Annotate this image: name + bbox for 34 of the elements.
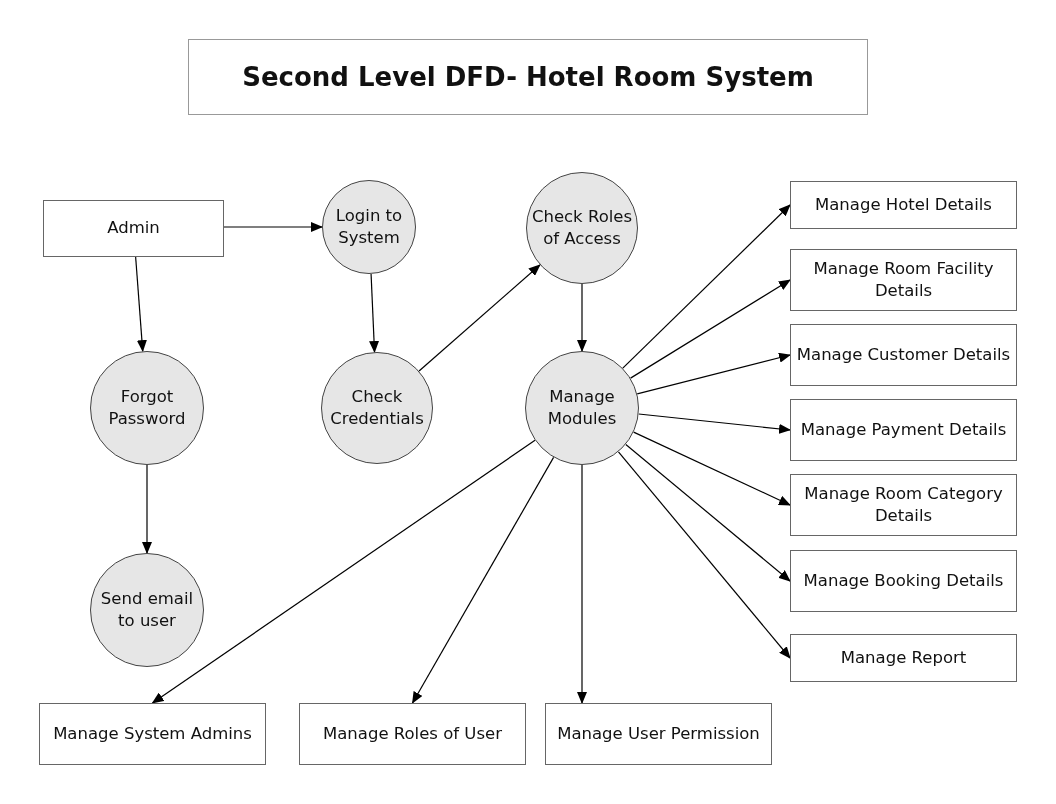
arrow [617, 451, 791, 659]
arrow [142, 464, 152, 554]
arrow [636, 352, 791, 395]
arrow [622, 204, 791, 369]
process-circle: Check Credentials [321, 352, 433, 464]
arrow [577, 283, 587, 352]
arrow [629, 279, 791, 379]
entity-box: Manage Booking Details [790, 550, 1017, 612]
entity-box: Manage Report [790, 634, 1017, 682]
entity-box: Manage System Admins [39, 703, 266, 765]
process-circle: Manage Modules [525, 351, 639, 465]
arrow [223, 222, 323, 232]
entity-box: Manage Room Facility Details [790, 249, 1017, 311]
entity-box: Manage Customer Details [790, 324, 1017, 386]
arrow [418, 264, 541, 372]
entity-box: Manage Payment Details [790, 399, 1017, 461]
arrow [411, 456, 555, 704]
process-circle: Forgot Password [90, 351, 204, 465]
process-circle: Login to System [322, 180, 416, 274]
entity-box: Admin [43, 200, 224, 257]
process-circle: Send email to user [90, 553, 204, 667]
arrow [151, 439, 536, 704]
process-circle: Check Roles of Access [526, 172, 638, 284]
entity-box: Manage Roles of User [299, 703, 526, 765]
arrow [135, 256, 147, 353]
arrow [633, 431, 791, 506]
arrow [638, 413, 791, 434]
arrow [625, 443, 791, 582]
arrow [369, 273, 380, 354]
title-box: Second Level DFD- Hotel Room System [188, 39, 868, 115]
entity-box: Manage Hotel Details [790, 181, 1017, 229]
arrow [577, 464, 587, 704]
entity-box: Manage User Permission [545, 703, 772, 765]
entity-box: Manage Room Category Details [790, 474, 1017, 536]
